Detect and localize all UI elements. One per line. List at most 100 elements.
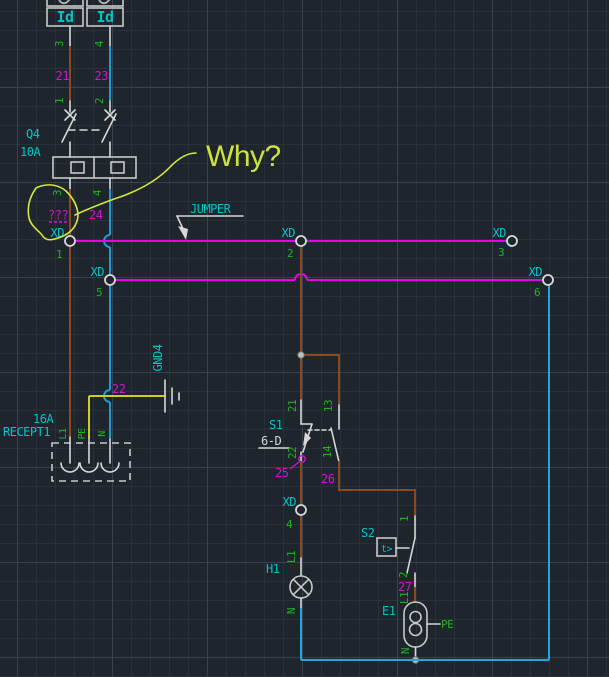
lamp-tag[interactable]: H1 <box>266 562 280 576</box>
switch-s2[interactable]: t> S2 1 2 27 <box>338 461 416 594</box>
contact-number[interactable]: 3 <box>51 190 64 196</box>
conductor-label[interactable]: L1 <box>285 551 298 563</box>
id-label-right[interactable]: Id <box>96 8 114 26</box>
annotation-leader[interactable] <box>74 152 197 216</box>
terminal-strip-label[interactable]: XD <box>91 265 105 279</box>
annotation-question[interactable]: Why? <box>206 140 281 173</box>
no-contact-blade[interactable] <box>406 537 416 574</box>
id-label-left[interactable]: Id <box>56 8 74 26</box>
terminal-xd1[interactable] <box>64 235 76 247</box>
wire-number-27[interactable]: 27 <box>398 580 412 594</box>
terminal-pin[interactable]: 5 <box>96 286 103 299</box>
neutral-return[interactable] <box>301 285 550 661</box>
wire-segment[interactable] <box>69 141 111 158</box>
contact-number[interactable]: 4 <box>93 40 106 47</box>
ground-tag[interactable]: GND4 <box>151 344 165 371</box>
wire-number-22[interactable]: 22 <box>112 382 126 396</box>
receptacle-recept1[interactable]: 16A RECEPT1 L1 PE N <box>3 412 131 482</box>
wire-number-26[interactable]: 26 <box>321 472 335 486</box>
receptacle-tag[interactable]: RECEPT1 <box>3 425 51 439</box>
cross-reference[interactable]: 6-D <box>261 434 282 448</box>
id-box-left[interactable] <box>46 7 84 27</box>
conductor-label[interactable]: L1 <box>58 428 69 440</box>
contact-number[interactable]: 22 <box>286 447 299 459</box>
lamp-e1[interactable]: L1 PE E1 N <box>382 587 454 664</box>
breaker-q4[interactable]: Q4 10A 3 4 21 23 1 2 3 4 ??? 24 <box>20 25 137 223</box>
terminal-strip-label[interactable]: XD <box>529 265 543 279</box>
wire-l1-to-s2[interactable] <box>338 461 416 516</box>
branch-h1[interactable]: H1 L1 N <box>266 461 313 660</box>
terminal-xd5[interactable] <box>104 274 116 286</box>
contact-number[interactable]: 13 <box>322 400 335 412</box>
terminal-strip-xd[interactable]: XD 1 XD 2 XD 3 XD 5 XD 6 XD 4 <box>51 226 554 531</box>
socket-leads[interactable] <box>69 436 111 464</box>
switch-tag[interactable]: S2 <box>361 526 375 540</box>
terminal-strip-label[interactable]: XD <box>493 226 507 240</box>
lamp-e1-filament-top <box>409 610 422 624</box>
breaker-blade-right[interactable] <box>101 113 117 143</box>
annotation-loop[interactable] <box>27 184 79 241</box>
thermostat-box[interactable] <box>376 537 397 557</box>
rcd-modules[interactable]: Id Id <box>46 0 124 27</box>
conductor-label[interactable]: L1 <box>398 592 411 604</box>
contact-number[interactable]: 1 <box>53 98 66 104</box>
terminal-xd2[interactable] <box>295 235 307 247</box>
receptacle-enclosure[interactable] <box>51 442 131 482</box>
jumper-note[interactable]: JUMPER <box>190 202 232 216</box>
contact-number[interactable]: 4 <box>91 189 104 196</box>
terminal-jumpers[interactable] <box>75 240 543 281</box>
lamp-e1-body[interactable] <box>403 601 428 648</box>
wire-number-unknown[interactable]: ??? <box>48 208 69 222</box>
thermostat-function[interactable]: t> <box>381 544 393 555</box>
conductor-label[interactable]: N <box>285 608 298 614</box>
branch-xd2-s1[interactable] <box>297 246 340 405</box>
wire-l1-branch2[interactable] <box>301 354 340 405</box>
conductor-label[interactable]: N <box>399 648 412 654</box>
contact-number[interactable]: 3 <box>53 41 66 47</box>
module-box-partial-left[interactable] <box>46 0 84 7</box>
breaker-blade-left[interactable] <box>61 113 77 143</box>
conductor-label[interactable]: N <box>97 431 108 437</box>
terminal-pin[interactable]: 3 <box>498 246 505 259</box>
lamp-e1-filament-bottom <box>408 622 423 637</box>
wire-number-23[interactable]: 23 <box>95 69 109 83</box>
no-contact-blade[interactable] <box>330 427 340 463</box>
terminal-pin[interactable]: 2 <box>287 247 294 260</box>
terminal-pin[interactable]: 6 <box>534 286 541 299</box>
module-box-partial-right[interactable] <box>86 0 124 7</box>
terminal-xd3[interactable] <box>506 235 518 247</box>
lamp-tag[interactable]: E1 <box>382 604 396 618</box>
terminal-pin[interactable]: 4 <box>286 518 294 531</box>
terminal-strip-label[interactable]: XD <box>283 495 297 509</box>
jumper-arrowhead <box>178 226 188 240</box>
contact-number[interactable]: 14 <box>321 445 334 458</box>
thermal-notch-left <box>70 161 85 174</box>
contact-number[interactable]: 1 <box>398 516 411 522</box>
wire-number-25[interactable]: 25 <box>275 466 289 480</box>
terminal-xd4[interactable] <box>295 504 307 516</box>
breaker-tag[interactable]: Q4 <box>26 127 40 141</box>
jumper-callout[interactable]: JUMPER <box>176 202 244 240</box>
breaker-rating[interactable]: 10A <box>20 145 42 159</box>
conductor-label[interactable]: PE <box>441 618 454 631</box>
terminal-strip-label[interactable]: XD <box>282 226 296 240</box>
annotation-why[interactable]: Why? <box>27 140 281 241</box>
ground-gnd4[interactable]: GND4 22 <box>88 344 180 438</box>
switch-tag[interactable]: S1 <box>269 418 283 432</box>
contact-number[interactable]: 21 <box>286 400 299 412</box>
conductor-label[interactable]: PE <box>77 428 88 440</box>
contact-number[interactable]: 2 <box>397 572 410 578</box>
terminal-pin[interactable]: 1 <box>56 248 63 261</box>
wire-number-21[interactable]: 21 <box>56 69 70 83</box>
id-box-right[interactable] <box>86 7 124 27</box>
contact-number[interactable]: 2 <box>93 98 106 104</box>
wire-number-24[interactable]: 24 <box>89 208 103 222</box>
switch-s1[interactable]: S1 6-D 21 22 13 14 25 26 <box>258 399 340 486</box>
terminal-xd6[interactable] <box>542 274 554 286</box>
module-glyph-right <box>98 0 111 5</box>
wire-segment[interactable] <box>69 177 111 190</box>
receptacle-rating[interactable]: 16A <box>33 412 55 426</box>
socket-contact-l1 <box>60 462 80 473</box>
